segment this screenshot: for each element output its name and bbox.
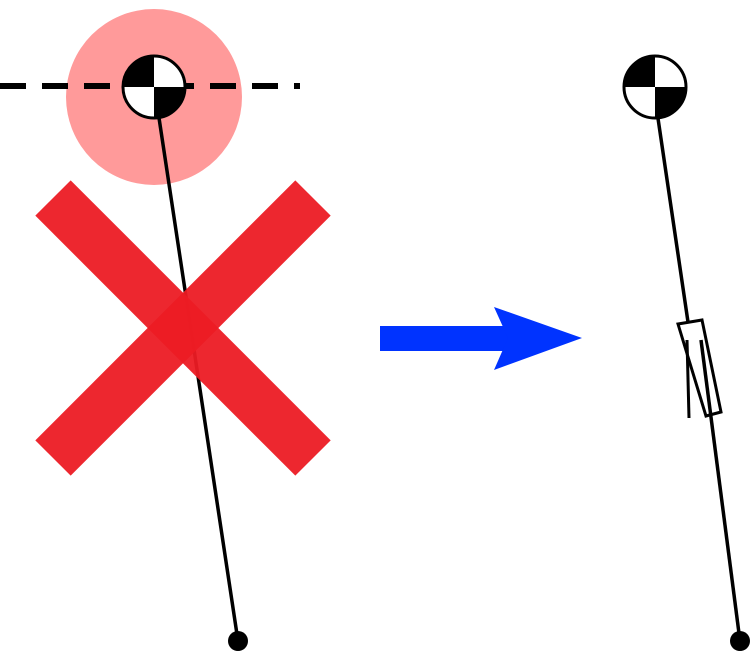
left-pendulum xyxy=(0,9,331,651)
right-pendulum xyxy=(622,54,750,651)
center-of-mass-icon xyxy=(622,54,688,120)
right-arrow-icon xyxy=(380,307,582,370)
telescopic-sleeve xyxy=(676,318,723,418)
inner-rod-segment xyxy=(685,339,691,419)
red-x-cross-icon xyxy=(35,180,331,476)
center-of-mass-icon xyxy=(121,54,187,120)
end-mass xyxy=(730,631,750,651)
end-mass xyxy=(228,631,248,651)
rod-lower-segment xyxy=(699,339,742,642)
rod-upper-segment xyxy=(653,97,690,323)
